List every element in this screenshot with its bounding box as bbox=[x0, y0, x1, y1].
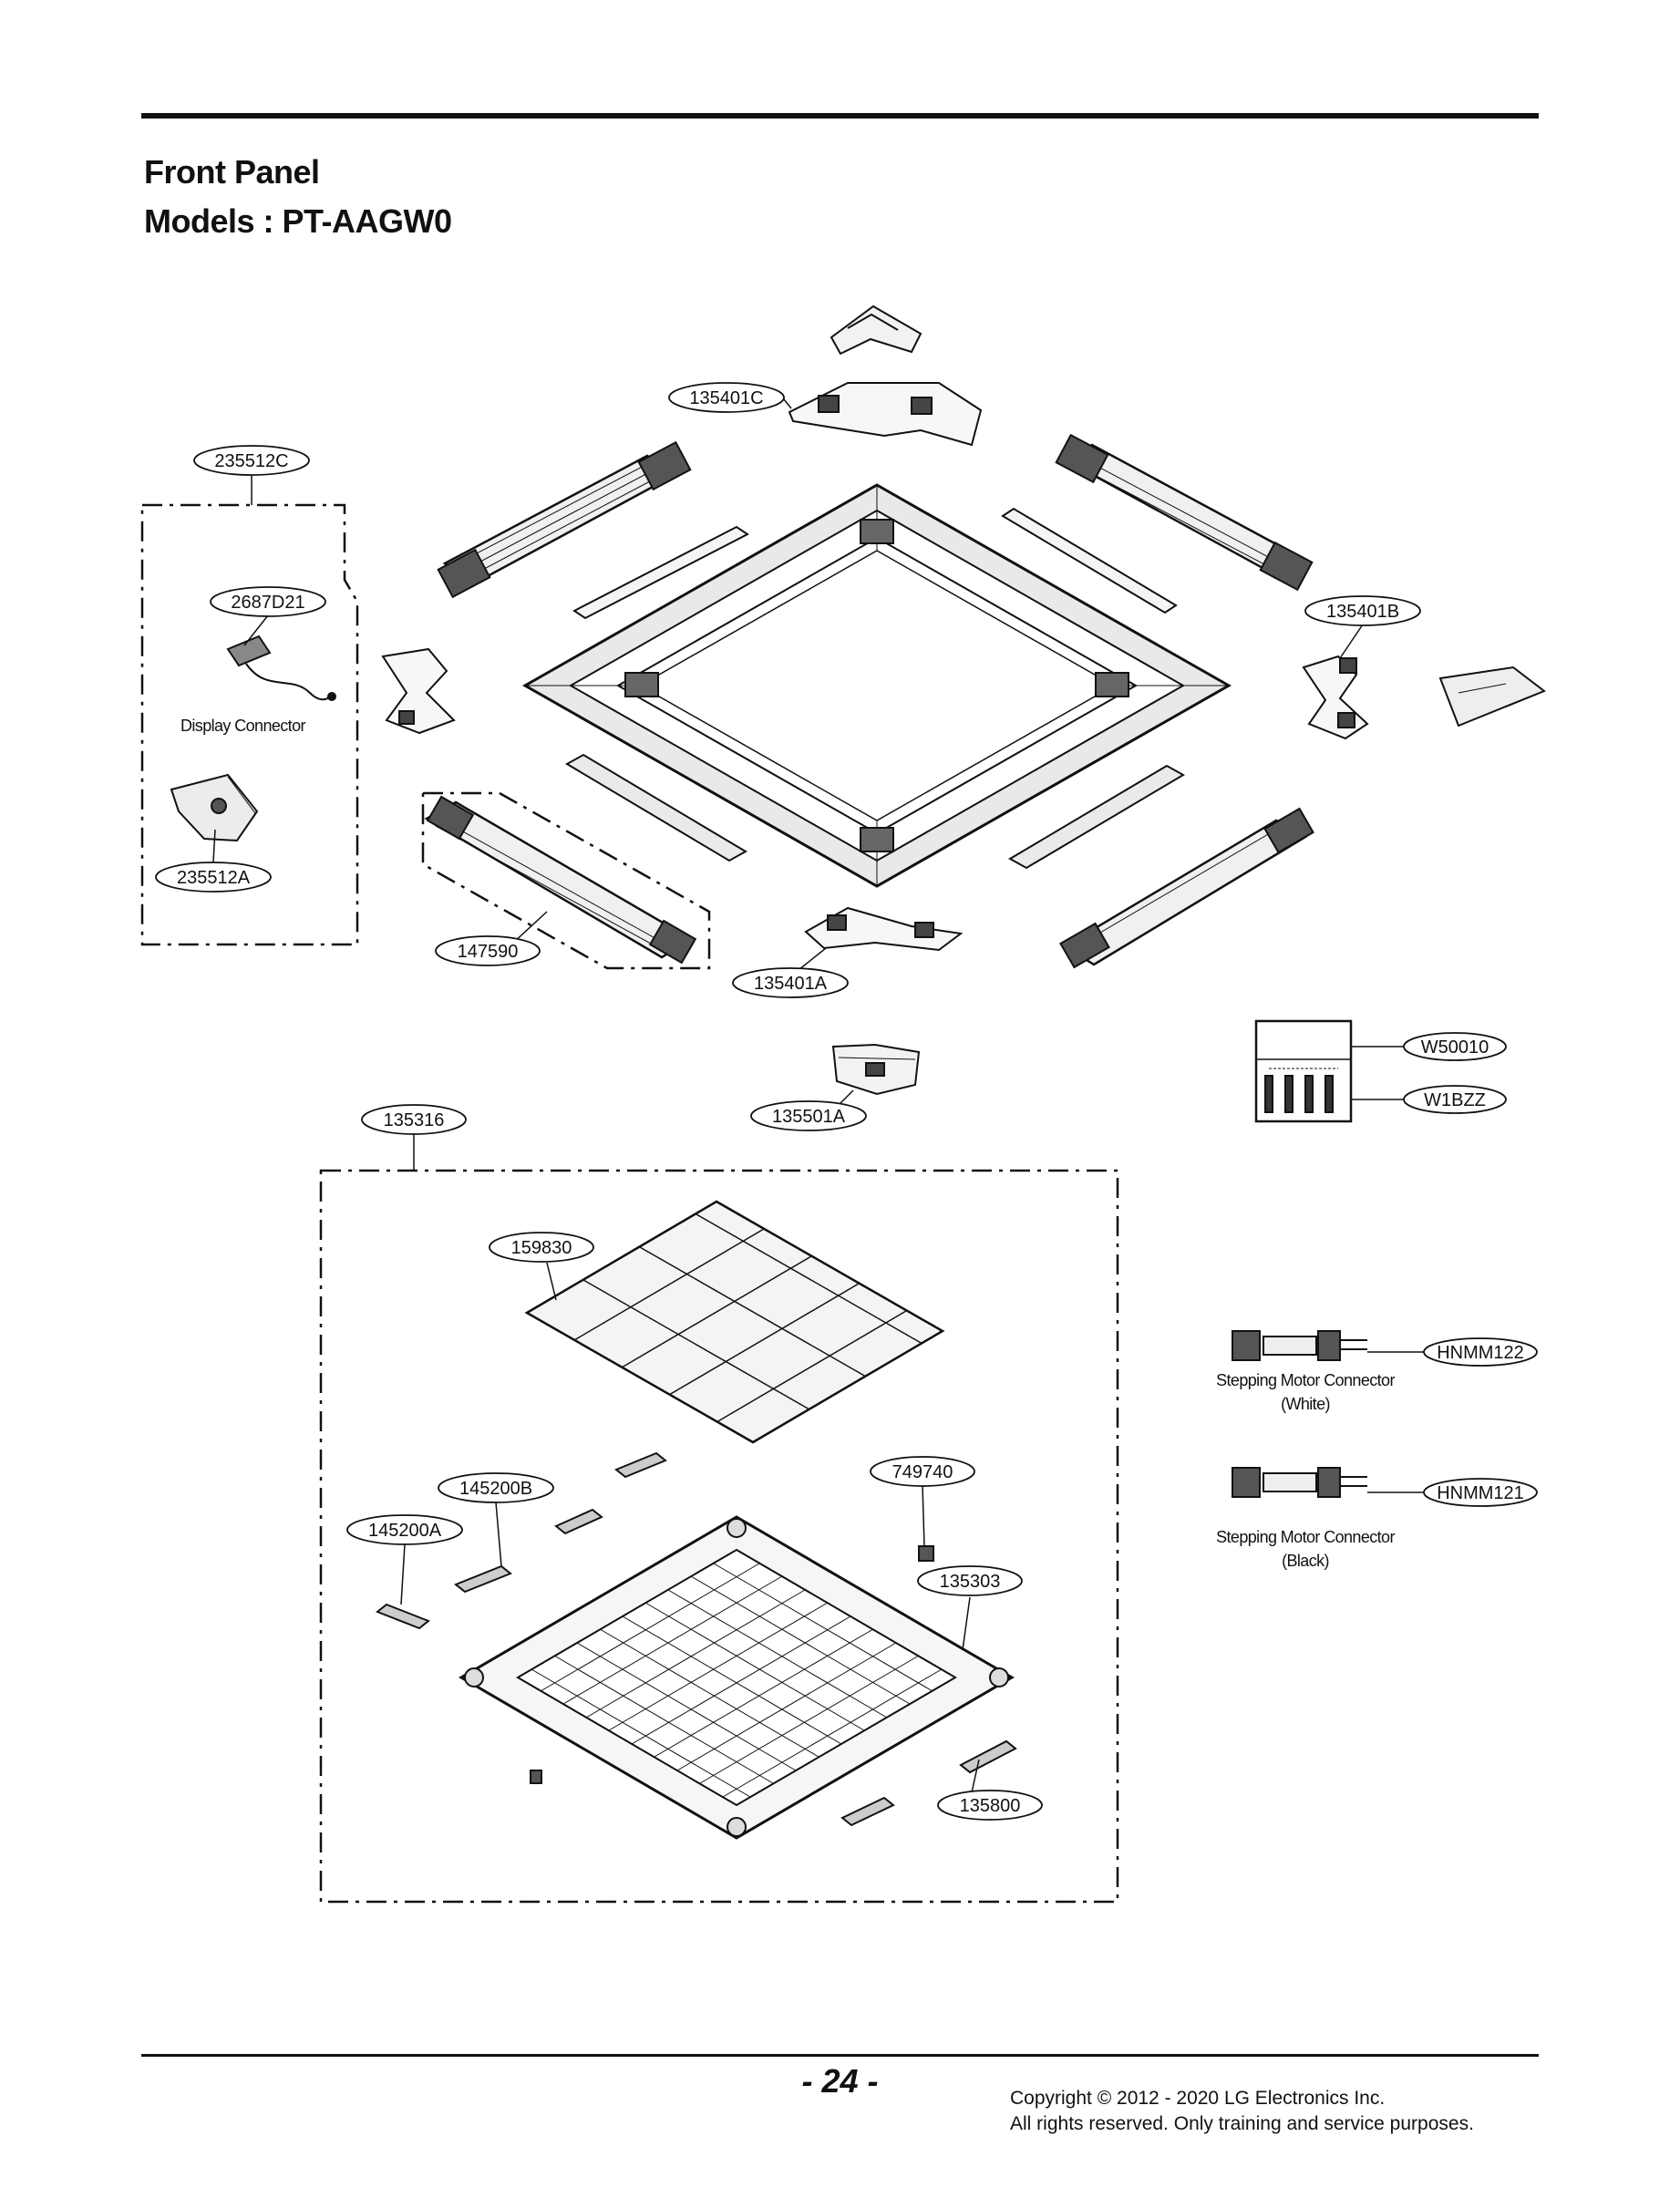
clip-749740 bbox=[918, 1545, 934, 1562]
connector-block bbox=[1254, 1019, 1353, 1123]
vane-lower-right bbox=[1007, 764, 1186, 870]
callout-135501A: 135501A bbox=[772, 1107, 846, 1127]
callout-2687D21: 2687D21 bbox=[231, 593, 304, 613]
bottom-rule bbox=[141, 2054, 1539, 2057]
caption-stepping-white-2: (White) bbox=[1281, 1395, 1330, 1413]
stepping-motor-connector-black bbox=[1232, 1467, 1367, 1498]
callout-749740: 749740 bbox=[892, 1462, 953, 1482]
copyright-line: Copyright © 2012 - 2020 LG Electronics I… bbox=[1010, 2088, 1386, 2109]
page-number: - 24 - bbox=[801, 2062, 879, 2100]
caption-stepping-black-1: Stepping Motor Connector bbox=[1216, 1528, 1395, 1546]
callout-147590: 147590 bbox=[458, 942, 519, 962]
vane-lower-left bbox=[564, 753, 748, 862]
grille-mesh bbox=[531, 1563, 943, 1798]
dashed-outline-147590 bbox=[421, 791, 711, 970]
louver-assembly-upper-right bbox=[1055, 433, 1314, 592]
display-cover-235512A bbox=[170, 773, 259, 842]
corner-cover-top bbox=[830, 304, 922, 356]
callout-235512C: 235512C bbox=[214, 451, 288, 471]
callout-159830: 159830 bbox=[511, 1238, 572, 1258]
display-connector-part bbox=[226, 635, 336, 701]
caption-stepping-black-2: (Black) bbox=[1282, 1552, 1329, 1570]
callout-W1BZZ: W1BZZ bbox=[1424, 1090, 1486, 1110]
dashed-outline-135316 bbox=[319, 1169, 1119, 1904]
stepping-motor-connector-white bbox=[1232, 1330, 1367, 1361]
corner-cover-right bbox=[1438, 666, 1546, 728]
corner-bracket-left bbox=[381, 647, 456, 735]
models-subtitle: Models : PT-AAGW0 bbox=[144, 202, 452, 240]
vane-upper-left bbox=[572, 525, 749, 620]
callout-135401A: 135401A bbox=[754, 974, 828, 994]
callout-135401B: 135401B bbox=[1326, 602, 1399, 622]
clip-145200B bbox=[454, 1451, 667, 1594]
louver-assembly-147590 bbox=[424, 795, 697, 965]
callout-235512A: 235512A bbox=[177, 868, 251, 888]
callout-HNMM121: HNMM121 bbox=[1437, 1483, 1524, 1503]
callout-145200B: 145200B bbox=[459, 1479, 532, 1499]
corner-bracket-135401C bbox=[788, 382, 983, 447]
hinge-135800 bbox=[840, 1739, 1017, 1827]
callout-W50010: W50010 bbox=[1421, 1037, 1489, 1058]
corner-bracket-135401A bbox=[804, 906, 964, 952]
louver-assembly-lower-right bbox=[1059, 807, 1314, 969]
clip-small-bottom bbox=[530, 1770, 542, 1784]
callout-HNMM122: HNMM122 bbox=[1437, 1343, 1524, 1363]
top-rule bbox=[141, 113, 1539, 119]
callout-ellipses bbox=[155, 382, 1538, 1821]
caption-display-connector: Display Connector bbox=[180, 717, 305, 735]
callout-135401C: 135401C bbox=[689, 388, 763, 408]
filter-159830 bbox=[524, 1200, 945, 1444]
callout-135316: 135316 bbox=[384, 1110, 445, 1130]
corner-bracket-135401B bbox=[1302, 655, 1369, 740]
callout-145200A: 145200A bbox=[368, 1521, 442, 1541]
main-frame bbox=[521, 483, 1232, 888]
caption-stepping-white-1: Stepping Motor Connector bbox=[1216, 1371, 1395, 1389]
front-grille-135303 bbox=[459, 1515, 1015, 1840]
callout-135303: 135303 bbox=[940, 1572, 1001, 1592]
louver-assembly-upper-left bbox=[437, 440, 692, 599]
dashed-outline-235512C bbox=[140, 503, 359, 946]
vane-upper-right bbox=[1001, 507, 1178, 614]
leader-lines bbox=[212, 398, 1424, 1793]
callout-135800: 135800 bbox=[960, 1796, 1021, 1816]
rights-line: All rights reserved. Only training and s… bbox=[1010, 2113, 1474, 2134]
page-title: Front Panel bbox=[144, 153, 320, 191]
corner-cover-135501A bbox=[831, 1043, 921, 1096]
clip-145200A bbox=[376, 1603, 430, 1630]
